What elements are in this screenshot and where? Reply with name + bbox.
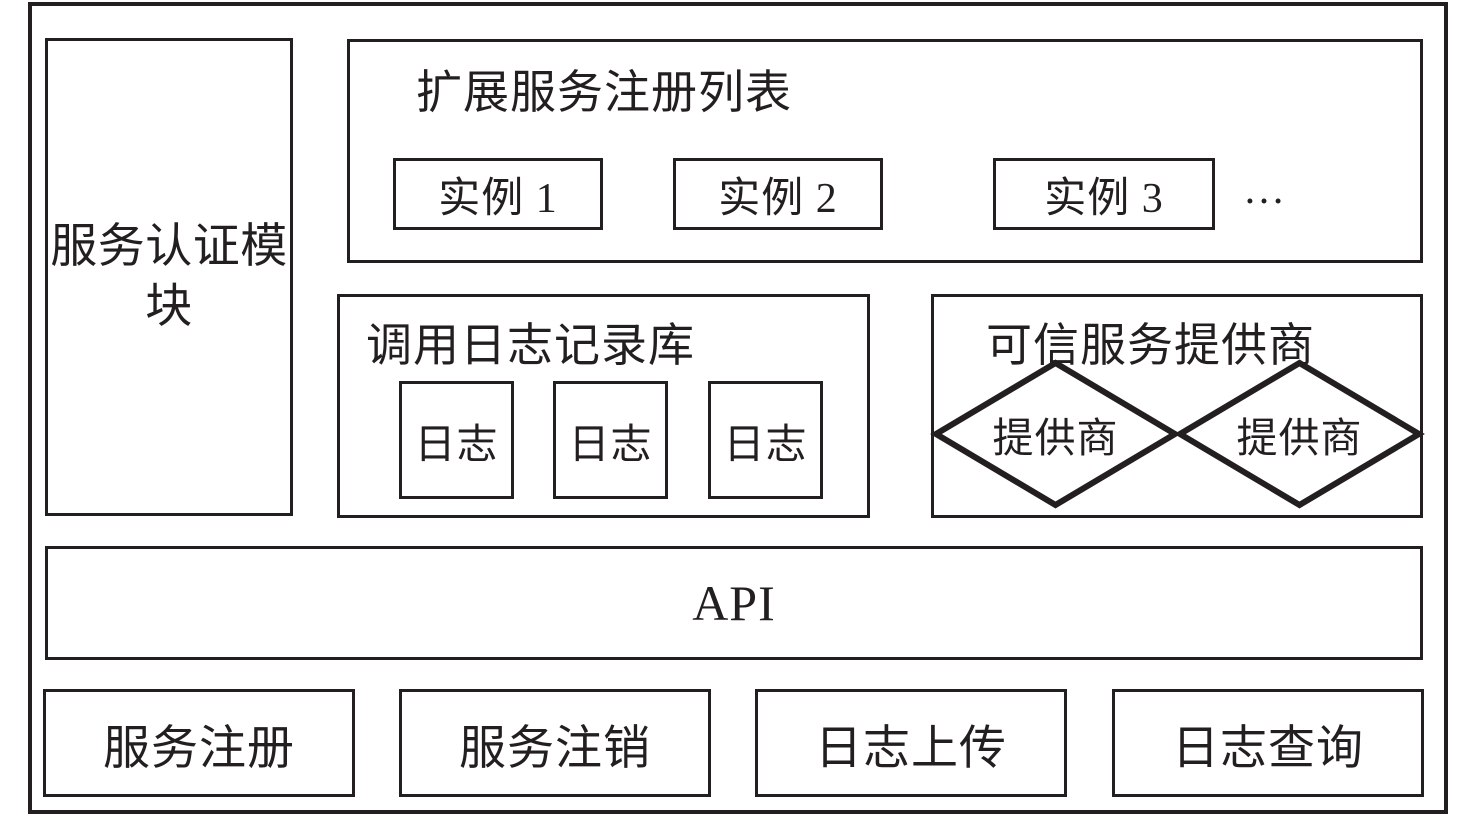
diamond-shape-icon — [1174, 359, 1425, 509]
invocation-log-repository-panel[interactable]: 调用日志记录库 日志 日志 日志 — [337, 294, 870, 518]
service-auth-module-label: 服务认证模块 — [50, 220, 288, 333]
diamond-shape-icon — [930, 359, 1181, 509]
provider-diamond-label: 提供商 — [1236, 415, 1363, 461]
api-layer-bar[interactable]: API — [45, 546, 1423, 660]
trusted-providers-title: 可信服务提供商 — [986, 320, 1315, 371]
trusted-service-providers-panel[interactable]: 可信服务提供商 提供商 提供商 — [930, 294, 1425, 518]
action-log-upload[interactable]: 日志上传 — [755, 689, 1067, 797]
action-service-register[interactable]: 服务注册 — [43, 689, 355, 797]
api-layer-label: API — [692, 575, 776, 631]
registry-instance-box[interactable]: 实例 1 — [393, 158, 603, 230]
registry-instance-box[interactable]: 实例 3 — [993, 158, 1215, 230]
provider-diamond[interactable]: 提供商 — [930, 359, 1181, 509]
service-auth-module-panel[interactable]: 服务认证模块 — [45, 38, 293, 516]
extended-service-registry-panel[interactable]: 扩展服务注册列表 实例 1 实例 2 实例 3 … — [347, 39, 1423, 263]
log-entry-box[interactable]: 日志 — [399, 381, 514, 499]
action-service-deregister[interactable]: 服务注销 — [399, 689, 711, 797]
registry-list-title: 扩展服务注册列表 — [416, 67, 792, 118]
registry-instance-box[interactable]: 实例 2 — [673, 158, 883, 230]
log-repository-title: 调用日志记录库 — [366, 320, 695, 371]
action-log-query[interactable]: 日志查询 — [1112, 689, 1424, 797]
log-entry-box[interactable]: 日志 — [708, 381, 823, 499]
log-entry-box[interactable]: 日志 — [553, 381, 668, 499]
provider-diamond-label: 提供商 — [992, 415, 1119, 461]
registry-ellipsis: … — [1243, 167, 1289, 213]
provider-diamond[interactable]: 提供商 — [1174, 359, 1425, 509]
